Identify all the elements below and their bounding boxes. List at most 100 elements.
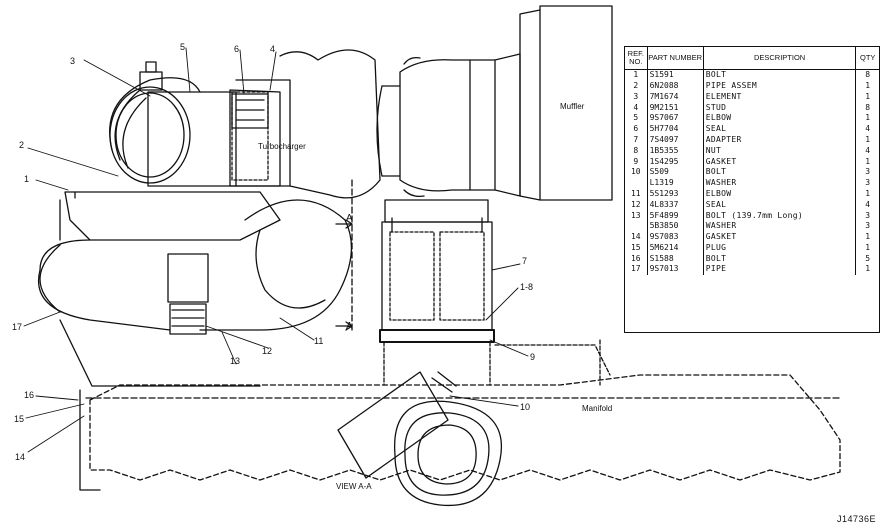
cell-part: 1S4295 bbox=[647, 156, 704, 168]
cell-ref: 2 bbox=[625, 80, 648, 92]
header-part-number: PART NUMBER bbox=[647, 47, 704, 70]
cell-part: S1588 bbox=[647, 253, 704, 265]
cell-part: 7M1674 bbox=[647, 91, 704, 103]
cell-ref bbox=[625, 177, 648, 189]
label-muffler: Muffler bbox=[560, 102, 585, 111]
cell-part: 7S4097 bbox=[647, 134, 704, 146]
cell-ref: 13 bbox=[625, 210, 648, 222]
cell-desc: GASKET bbox=[703, 156, 857, 168]
cell-desc: NUT bbox=[703, 145, 857, 157]
cell-desc: PLUG bbox=[703, 242, 857, 254]
muffler-drawing bbox=[376, 5, 613, 201]
cell-ref: 1 bbox=[625, 69, 648, 81]
cell-qty: 1 bbox=[865, 113, 871, 123]
callout-16: 16 bbox=[24, 390, 35, 400]
cell-desc: WASHER bbox=[703, 221, 857, 232]
cell-qty: 3 bbox=[865, 210, 871, 220]
adapter-drawing bbox=[379, 199, 495, 343]
cell-ref: 9 bbox=[625, 156, 648, 168]
callout-13: 13 bbox=[230, 356, 241, 366]
cell-desc: PIPE ASSEM bbox=[703, 80, 857, 92]
label-manifold: Manifold bbox=[582, 404, 613, 413]
cell-ref: 4 bbox=[625, 102, 648, 114]
cell-part: 9M2151 bbox=[647, 102, 704, 114]
element-ring-drawing bbox=[109, 61, 191, 184]
section-label-a-top: A bbox=[346, 213, 353, 224]
seal-upper-drawing bbox=[231, 93, 269, 129]
cell-desc: WASHER bbox=[703, 177, 857, 189]
callout-leaders bbox=[23, 47, 529, 453]
cell-part: 1B5355 bbox=[647, 145, 704, 157]
callout-7: 7 bbox=[522, 256, 528, 266]
callout-1: 1 bbox=[24, 174, 30, 184]
cell-qty: 1 bbox=[865, 242, 871, 252]
callout-12: 12 bbox=[262, 346, 273, 356]
callout-6: 6 bbox=[234, 44, 240, 54]
cell-ref: 17 bbox=[625, 264, 648, 276]
cell-qty: 5 bbox=[865, 253, 871, 263]
cell-desc: ADAPTER bbox=[703, 134, 857, 146]
cell-desc: SEAL bbox=[703, 199, 857, 211]
view-a-a-drawing bbox=[337, 371, 502, 507]
callout-4: 4 bbox=[270, 44, 276, 54]
cell-part: 5H7704 bbox=[647, 123, 704, 135]
cell-desc: BOLT bbox=[703, 167, 857, 178]
label-view-a-a: VIEW A-A bbox=[336, 482, 372, 491]
cell-part: 5B3850 bbox=[647, 221, 704, 232]
cell-qty: 4 bbox=[865, 124, 871, 134]
cell-desc: GASKET bbox=[703, 231, 857, 243]
cell-part: 4L8337 bbox=[647, 199, 704, 211]
header-ref-no: REF. NO. bbox=[625, 47, 648, 70]
cell-desc: BOLT bbox=[703, 253, 857, 265]
cell-qty: 1 bbox=[865, 156, 871, 166]
cell-ref: 6 bbox=[625, 123, 648, 135]
callout-3: 3 bbox=[70, 56, 76, 66]
cell-ref: 3 bbox=[625, 91, 648, 103]
header-description: DESCRIPTION bbox=[703, 47, 857, 70]
parts-table-header: REF. NO. PART NUMBER DESCRIPTION QTY bbox=[625, 47, 879, 70]
section-label-a-bottom: A bbox=[346, 321, 353, 332]
cell-part: S509 bbox=[647, 167, 704, 178]
cell-desc: STUD bbox=[703, 102, 857, 114]
section-markers bbox=[335, 179, 353, 331]
callout-2: 2 bbox=[19, 140, 25, 150]
cell-desc: PIPE bbox=[703, 264, 857, 276]
seal-lower-drawing bbox=[167, 253, 209, 335]
cell-part: 5S1293 bbox=[647, 188, 704, 200]
cell-desc: ELBOW bbox=[703, 188, 857, 200]
cell-qty: 1 bbox=[865, 134, 871, 144]
turbocharger-drawing bbox=[109, 49, 381, 199]
cell-qty: 1 bbox=[865, 91, 871, 101]
cell-qty: 3 bbox=[865, 221, 871, 231]
cell-part: S1591 bbox=[647, 69, 704, 81]
cell-qty: 1 bbox=[865, 188, 871, 198]
cell-ref: 15 bbox=[625, 242, 648, 254]
cell-qty: 3 bbox=[865, 167, 871, 177]
cell-ref: 5 bbox=[625, 113, 648, 124]
cell-qty: 3 bbox=[865, 178, 871, 188]
cell-ref: 14 bbox=[625, 231, 648, 243]
cell-desc: ELBOW bbox=[703, 113, 857, 124]
callout-15: 15 bbox=[14, 414, 25, 424]
cell-qty: 4 bbox=[865, 145, 871, 155]
callout-11: 11 bbox=[314, 336, 324, 346]
